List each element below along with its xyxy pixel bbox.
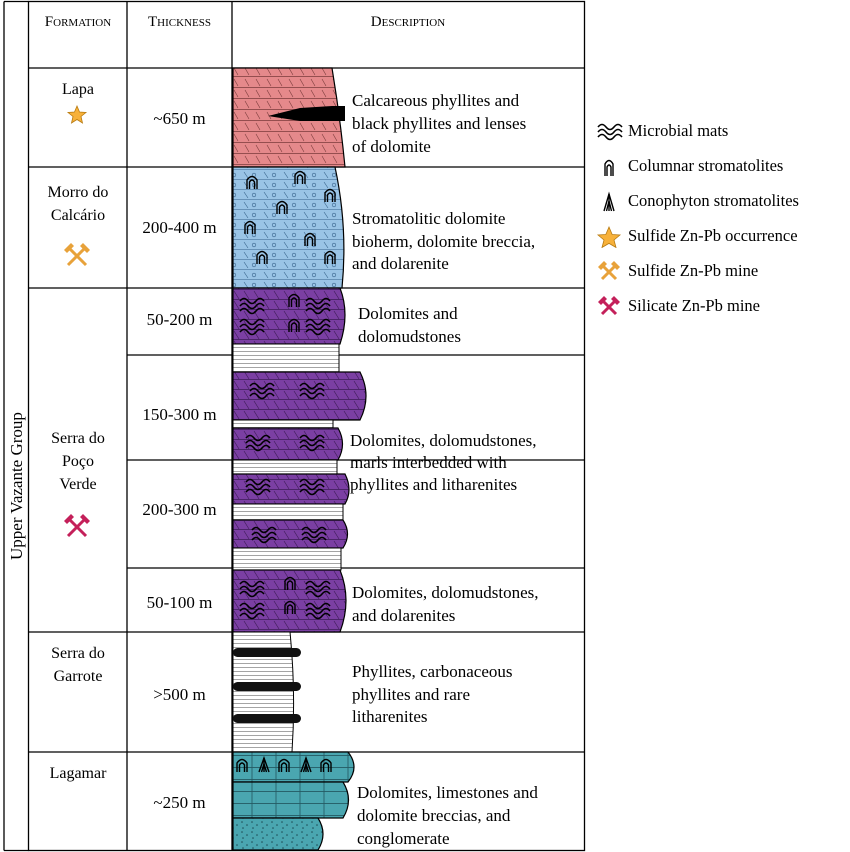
formation-name: Lagamar [49, 765, 107, 782]
thickness-value: ~250 m [153, 793, 206, 812]
legend-label: Sulfide Zn-Pb occurrence [628, 226, 798, 245]
formation-name: Calcário [50, 207, 106, 224]
legend-item: Conophyton stromatolites [596, 191, 846, 213]
hammer-pick-icon [64, 243, 90, 267]
layer-serra-do-garrote [232, 631, 301, 753]
description-line: marls interbedded with [350, 453, 507, 472]
description-line: Calcareous phyllites and [352, 91, 520, 110]
thickness-value: ~650 m [153, 109, 206, 128]
description-line: dolomite breccias, and [357, 806, 511, 825]
thickness-value: 200-400 m [142, 218, 217, 237]
description-line: and dolarenite [352, 254, 449, 273]
formation-name: Lapa [62, 81, 94, 98]
legend-item: Microbial mats [596, 121, 846, 143]
description-line: Dolomites, dolomudstones, [352, 583, 539, 602]
group-label: Upper Vazante Group [7, 412, 26, 560]
thickness-value: 200-300 m [142, 500, 217, 519]
legend-label: Conophyton stromatolites [628, 191, 799, 210]
layer-morro-do-calcario [232, 166, 345, 289]
layer-serra-do-poco-verde [232, 287, 367, 633]
formation-name: Verde [59, 476, 97, 493]
hammer-pick-icon [598, 261, 620, 281]
conophyton-stromatolite-icon [603, 191, 615, 212]
legend-item: Sulfide Zn-Pb occurrence [596, 226, 846, 248]
microbial-mats-icon [597, 123, 623, 141]
header-description: Description [370, 14, 446, 30]
description-line: Phyllites, carbonaceous [352, 662, 513, 681]
description-line: litharenites [352, 707, 428, 726]
thickness-value: 150-300 m [142, 405, 217, 424]
description-line: Stromatolitic dolomite [352, 209, 506, 228]
description-line: bioherm, dolomite breccia, [352, 232, 536, 251]
formation-name: Poço [62, 453, 94, 470]
layer-lagamar [232, 751, 355, 851]
formation-name: Morro do [47, 184, 109, 201]
formation-name: Garrote [53, 668, 103, 685]
description-line: Dolomites and [358, 304, 458, 323]
hammer-pick-icon [64, 514, 90, 538]
legend-label: Sulfide Zn-Pb mine [628, 261, 759, 280]
formation-name: Serra do [51, 430, 105, 447]
star-icon [596, 226, 622, 248]
legend-item: Columnar stromatolites [596, 156, 846, 178]
description-line: and dolarenites [352, 606, 456, 625]
description-line: phyllites and rare [352, 685, 471, 704]
hammer-pick-icon [598, 296, 620, 316]
description-line: dolomudstones [358, 327, 461, 346]
thickness-value: 50-200 m [146, 310, 213, 329]
header-formation: Formation [44, 14, 112, 30]
description-line: black phyllites and lenses [352, 114, 527, 133]
description-line: Dolomites, dolomudstones, [350, 431, 537, 450]
description-line: phyllites and litharenites [350, 475, 518, 494]
star-icon [66, 104, 88, 124]
header-thickness: Thickness [148, 14, 211, 30]
legend-label: Microbial mats [628, 121, 729, 140]
formation-name: Serra do [51, 645, 105, 662]
legend-item: Silicate Zn-Pb mine [596, 296, 846, 318]
legend-item: Sulfide Zn-Pb mine [596, 261, 846, 283]
legend-label: Silicate Zn-Pb mine [628, 296, 760, 315]
thickness-value: 50-100 m [146, 593, 213, 612]
description-line: conglomerate [357, 829, 450, 848]
description-line: of dolomite [352, 137, 431, 156]
legend-label: Columnar stromatolites [628, 156, 784, 175]
layer-lapa [232, 67, 346, 168]
thickness-value: >500 m [153, 685, 206, 704]
columnar-stromatolite-icon [604, 159, 614, 176]
description-line: Dolomites, limestones and [357, 783, 538, 802]
